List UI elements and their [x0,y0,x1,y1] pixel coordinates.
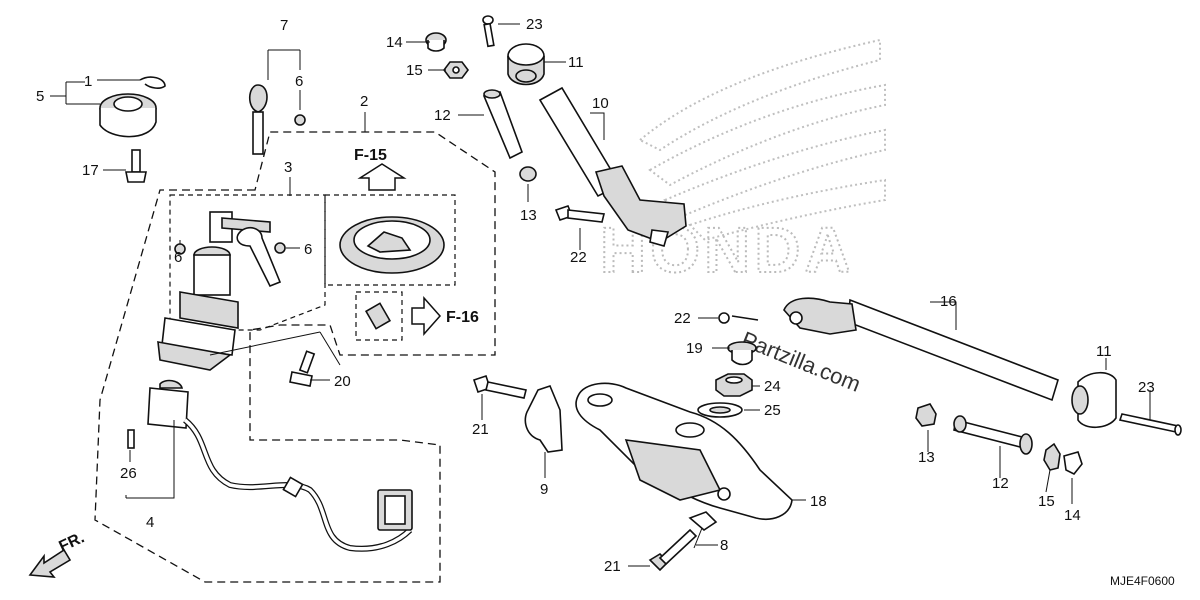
callout-6-right: 6 [304,241,312,258]
f16-arrow [411,296,442,336]
weight-shaft-top [482,89,523,160]
callout-14-right: 14 [1064,507,1081,524]
bolt-22-right [718,312,759,324]
callout-labels: 1 2 3 4 5 6 6 6 7 8 9 10 11 11 12 12 13 … [36,16,1155,575]
callout-6-top: 6 [295,73,303,90]
callout-20: 20 [334,373,351,390]
f16-detail-outline [355,291,403,341]
f15-arrow [357,163,407,191]
weight-shaft-right [953,415,1033,455]
ignition-group-outline [94,131,496,583]
callout-9: 9 [540,481,548,498]
cap-14-right [1063,451,1083,476]
callout-11-top: 11 [568,54,584,71]
callout-21-top: 21 [472,421,489,438]
front-direction-label: FR. [57,529,88,555]
callout-17: 17 [82,162,99,179]
bolt-21-bottom [648,528,698,572]
callout-21-bottom: 21 [604,558,621,575]
screw-23-top [482,15,495,48]
callout-22-right: 22 [674,310,691,327]
front-direction-arrow [28,548,72,578]
callout-19: 19 [686,340,703,357]
ignition-switch-outline [169,194,326,331]
end-weight-cap-top [425,32,447,52]
clip-8 [688,511,718,549]
nut-15-right [1043,442,1061,471]
callout-2: 2 [360,93,368,110]
handle-holder-part [99,76,166,138]
callout-6-left: 6 [174,249,182,266]
callout-3: 3 [284,159,292,176]
nut-15-top [443,61,469,79]
ignition-harness-part [147,379,413,552]
bar-end-weight-top [507,43,545,86]
screw-23-right [1118,413,1182,436]
left-handlebar-part [538,86,687,247]
washer-25 [697,402,743,418]
callout-7: 7 [280,17,288,34]
bolt-17 [125,149,147,183]
callout-8: 8 [720,537,728,554]
callout-15-right: 15 [1038,493,1055,510]
reference-f16: F-16 [446,309,479,326]
cable-guide-part [524,385,563,453]
rubber-13-right [915,403,937,427]
fuel-cap-part [339,216,445,274]
honda-wing-watermark: HONDA [599,38,886,287]
nut-19 [727,341,757,366]
callout-26: 26 [120,465,137,482]
fuel-cap-detail-f16 [364,302,392,330]
top-bridge-part [575,382,793,520]
callout-23-top: 23 [526,16,543,33]
callout-22-top: 22 [570,249,587,266]
rubber-13-top [519,166,537,182]
callout-11-right: 11 [1096,343,1112,360]
callout-14-top: 14 [386,34,403,51]
callout-24: 24 [764,378,781,395]
callout-4: 4 [146,514,154,531]
callout-23-right: 23 [1138,379,1155,396]
callout-15-top: 15 [406,62,423,79]
fuel-cap-outline [324,194,456,286]
callout-1: 1 [84,73,92,90]
nut-24 [715,373,753,397]
ignition-switch-part [157,211,286,371]
nut-6-top [294,114,306,126]
reference-f15: F-15 [354,147,387,164]
callout-18: 18 [810,493,827,510]
callout-5: 5 [36,88,44,105]
callout-13-top: 13 [520,207,537,224]
bar-end-weight-right [1071,371,1117,429]
bolt-22-top [554,205,605,223]
key-blank-part [248,84,268,155]
callout-12-right: 12 [992,475,1009,492]
diagram-code: MJE4F0600 [1110,574,1175,588]
callout-25: 25 [764,402,781,419]
right-handlebar-part [783,297,1059,402]
bolt-20 [289,350,316,387]
callout-12-top: 12 [434,107,451,124]
callout-13-right: 13 [918,449,935,466]
callout-10: 10 [592,95,609,112]
callout-16: 16 [940,293,957,310]
leader-lines [50,23,1151,567]
bolt-21-top [472,374,527,399]
screw-26 [127,429,135,449]
